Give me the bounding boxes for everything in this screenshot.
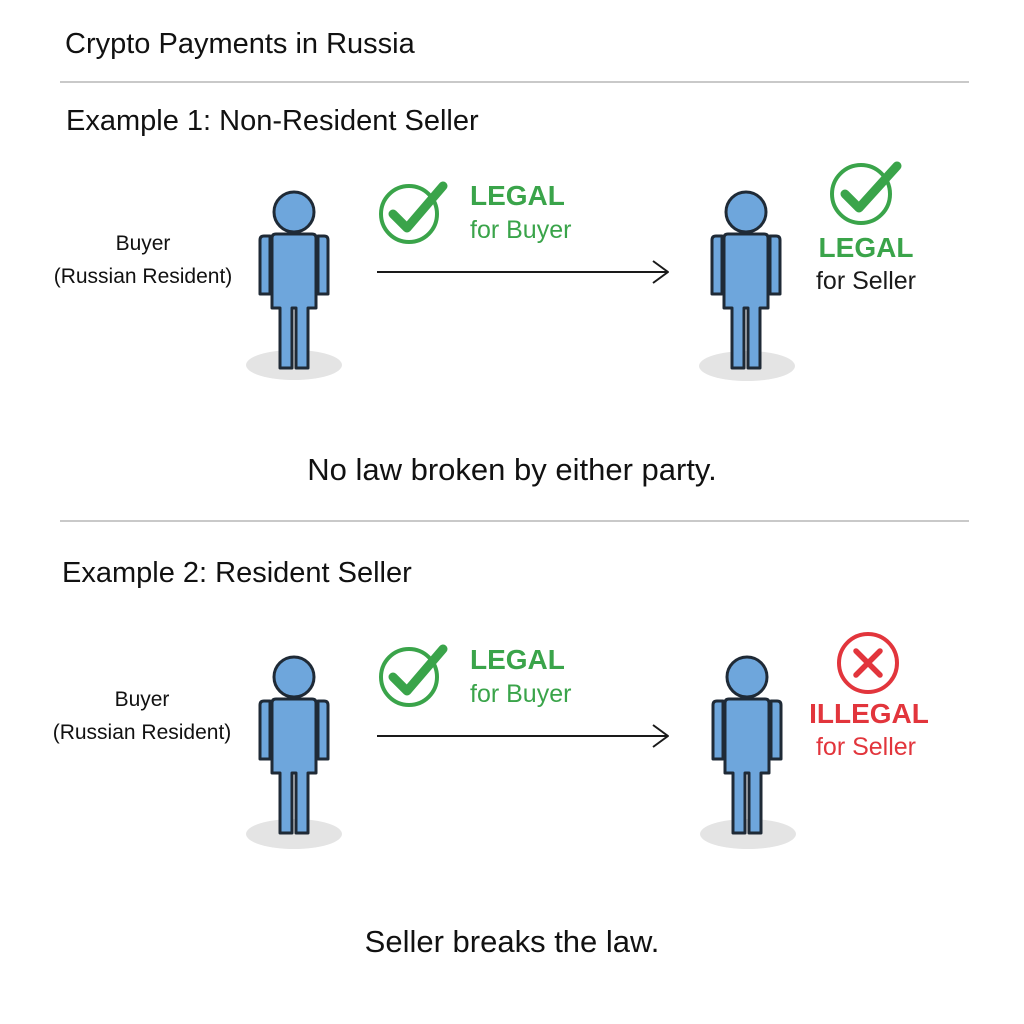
example-1-title: Example 1: Non-Resident Seller [66, 105, 479, 137]
example-1-buyer-status-sub: for Buyer [470, 216, 572, 244]
example-2-seller-status-sub: for Seller [815, 733, 917, 761]
buyer-label-line1: Buyer [115, 232, 171, 255]
buyer-label-line2: (Russian Resident) [53, 265, 233, 288]
example-2-buyer-status: LEGAL [470, 644, 565, 675]
buyer-label-line2: (Russian Resident) [52, 721, 232, 744]
buyer-label-line1: Buyer [114, 688, 170, 711]
example-2-seller-person-icon [711, 655, 783, 835]
example-2-buyer-person-icon [258, 655, 330, 835]
example-2-buyer-status-sub: for Buyer [470, 680, 572, 708]
example-2-title: Example 2: Resident Seller [62, 557, 412, 589]
example-1-buyer-person-icon [258, 190, 330, 370]
example-1-buyer-label: Buyer (Russian Resident) [33, 227, 253, 293]
example-2-summary: Seller breaks the law. [364, 924, 660, 959]
example-1-seller-check-circle-icon [830, 161, 902, 225]
example-1-buyer-status: LEGAL [470, 180, 565, 211]
example-2-buyer-check-circle-icon [379, 644, 448, 707]
example-1-summary: No law broken by either party. [307, 452, 717, 487]
example-2-seller-x-circle-icon [837, 632, 899, 694]
example-1-buyer-shadow [246, 350, 342, 380]
example-2-buyer-label: Buyer (Russian Resident) [32, 683, 252, 749]
example-1-seller-status: LEGAL [818, 232, 914, 263]
divider-top [60, 81, 969, 83]
example-2-payment-arrow-icon [377, 724, 669, 748]
example-2-buyer-shadow [246, 819, 342, 849]
example-2-seller-status: ILLEGAL [809, 698, 929, 729]
example-1-buyer-check-circle-icon [379, 181, 448, 244]
page-title: Crypto Payments in Russia [65, 28, 415, 60]
example-1-payment-arrow-icon [377, 260, 669, 284]
example-1-seller-person-icon [710, 190, 782, 370]
divider-middle [60, 520, 969, 522]
example-1-seller-status-sub: for Seller [815, 267, 917, 295]
